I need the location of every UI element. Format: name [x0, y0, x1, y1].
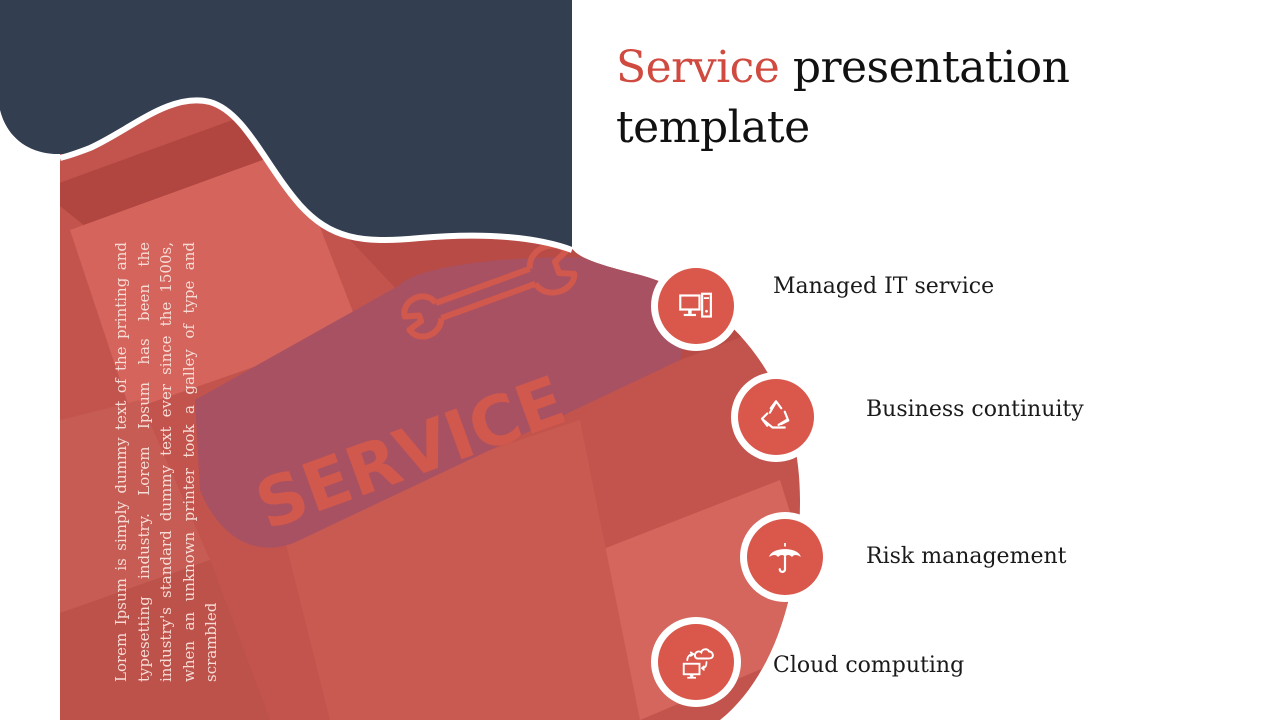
umbrella-icon: [769, 543, 801, 573]
item-label-business-continuity: Business continuity: [866, 397, 1084, 422]
cloud-computing-icon: [682, 648, 714, 679]
cloud-computing-badge: [651, 617, 741, 707]
business-continuity-badge: [731, 372, 821, 462]
item-label-risk-management: Risk management: [866, 544, 1067, 569]
risk-management-badge: [740, 512, 830, 602]
body-text: Lorem Ipsum is simply dummy text of the …: [112, 242, 220, 682]
item-label-cloud-computing: Cloud computing: [773, 653, 965, 678]
item-label-managed-it: Managed IT service: [773, 274, 995, 299]
title-accent: Service: [616, 42, 780, 93]
recycle-icon: [760, 400, 790, 429]
title-rest: presentation template: [616, 42, 1070, 153]
navy-shape: [0, 0, 572, 250]
page-title: Service presentation template: [616, 38, 1216, 158]
computer-icon: [679, 292, 712, 318]
managed-it-badge: [651, 261, 741, 351]
